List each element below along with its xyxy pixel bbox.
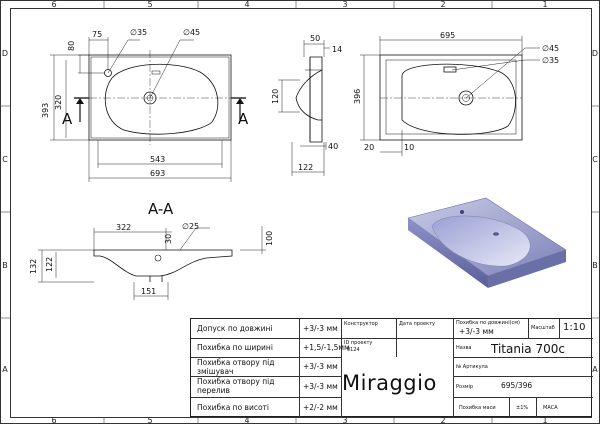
svg-text:80: 80: [67, 41, 76, 51]
grid-col-5: 5: [147, 0, 152, 9]
size-label: Розмір: [456, 384, 474, 390]
sink-render: [407, 197, 567, 288]
grid-col-3: 3: [342, 0, 347, 9]
svg-text:695: 695: [440, 31, 455, 40]
grid-row-b: B: [2, 261, 8, 270]
side-view-labels: 50 14 120 40 122: [271, 34, 342, 172]
section-mark-right: A: [238, 110, 249, 128]
side-view: [295, 56, 323, 143]
grid-col-6: 6: [51, 0, 56, 9]
tolerance-width-label: Похибка по ширині: [197, 343, 273, 352]
svg-text:543: 543: [150, 155, 165, 164]
svg-text:1: 1: [542, 416, 547, 424]
svg-text:20: 20: [364, 143, 374, 152]
mass-caption: МАСА: [543, 405, 558, 411]
tolerance-mixer-hole-value: +3/-3 мм: [303, 362, 338, 371]
section-view-dims: [38, 226, 266, 300]
svg-text:14: 14: [332, 45, 342, 54]
tolerance-mixer-hole-label: Похибка отвору під змішувач: [197, 358, 275, 376]
svg-text:5: 5: [147, 416, 152, 424]
svg-text:122: 122: [45, 257, 54, 272]
svg-text:A: A: [592, 365, 598, 374]
svg-text:120: 120: [271, 89, 280, 104]
top-view: [88, 50, 232, 145]
grid-col-4: 4: [244, 0, 249, 9]
svg-text:∅45: ∅45: [542, 44, 559, 53]
depth-tolerance-value: +3/-3 мм: [459, 327, 494, 336]
grid-col-1: 1: [542, 0, 547, 9]
scale-label: Масштаб: [531, 325, 555, 331]
tolerance-overflow-value: +3/-3 мм: [303, 382, 338, 391]
side-view-dims: [278, 40, 330, 176]
svg-text:132: 132: [29, 259, 38, 274]
tolerance-length-value: +3/-3 мм: [303, 324, 338, 333]
grid-row-d: D: [2, 49, 8, 58]
svg-text:B: B: [592, 261, 598, 270]
size-value: 695/396: [501, 381, 533, 390]
svg-text:3: 3: [342, 416, 347, 424]
top-view-labels: 75 80 ∅35 ∅45 393 320 543 693 A A: [41, 28, 249, 178]
svg-text:D: D: [592, 49, 598, 58]
svg-text:122: 122: [298, 163, 313, 172]
svg-text:∅25: ∅25: [182, 222, 199, 231]
grid-row-c: C: [2, 155, 8, 164]
svg-text:40: 40: [328, 142, 338, 151]
project-date-label: Дата проекту: [399, 321, 436, 327]
grid-col-2: 2: [440, 0, 445, 9]
scale-value: 1:10: [563, 322, 586, 333]
svg-text:2: 2: [440, 416, 445, 424]
section-title: A-A: [148, 200, 174, 218]
svg-text:75: 75: [92, 30, 102, 39]
svg-text:50: 50: [310, 34, 320, 43]
top-view-dims: [50, 37, 246, 182]
constructor-label: Конструктор: [344, 321, 378, 327]
svg-text:∅35: ∅35: [130, 28, 147, 37]
svg-text:393: 393: [41, 103, 50, 118]
svg-text:4: 4: [244, 416, 249, 424]
project-id-label: ID проекту: [344, 340, 373, 346]
svg-text:396: 396: [353, 89, 362, 104]
product-name: Titania 700c: [491, 342, 565, 356]
brand-logo: Miraggio: [342, 371, 437, 395]
tolerance-width-value: +1,5/-1,5мм: [303, 343, 350, 352]
svg-text:320: 320: [54, 95, 63, 110]
title-block: Допуск по довжині +3/-3 мм Похибка по ши…: [190, 318, 593, 418]
tolerance-overflow-label: Похибка отвору під перелив: [197, 377, 275, 395]
svg-text:10: 10: [404, 143, 414, 152]
section-arrow-left: [76, 98, 84, 122]
tolerance-height-value: +2/-2 мм: [303, 403, 338, 412]
tolerance-height-label: Похибка по висоті: [197, 403, 270, 412]
svg-text:322: 322: [116, 223, 131, 232]
svg-text:693: 693: [150, 169, 165, 178]
svg-text:6: 6: [51, 416, 56, 424]
article-label: № Артикула: [456, 364, 488, 370]
svg-text:100: 100: [265, 231, 274, 246]
section-view: [93, 249, 233, 282]
tolerance-length-label: Допуск по довжині: [197, 324, 273, 333]
svg-text:∅45: ∅45: [183, 28, 200, 37]
section-mark-left: A: [62, 110, 73, 128]
svg-text:151: 151: [141, 287, 156, 296]
rear-view-labels: 695 ∅45 ∅35 396 20 10: [353, 31, 559, 152]
grid-row-a: A: [2, 365, 8, 374]
svg-text:∅35: ∅35: [542, 56, 559, 65]
rear-view: [379, 54, 523, 141]
rear-view-dims: [360, 36, 540, 156]
svg-text:C: C: [592, 155, 598, 164]
mass-tolerance-value: ±1%: [516, 405, 529, 411]
name-label: Назва: [456, 345, 472, 351]
section-view-labels: A-A 322 30 ∅25 100 132 122 151: [29, 200, 274, 296]
project-id-value: 0124: [347, 347, 360, 353]
mass-tolerance-label: Похибка маси: [459, 405, 496, 411]
depth-tolerance-label: Похибка по довжині(см): [456, 320, 520, 326]
svg-text:30: 30: [164, 234, 173, 244]
section-arrow-right: [236, 98, 244, 122]
